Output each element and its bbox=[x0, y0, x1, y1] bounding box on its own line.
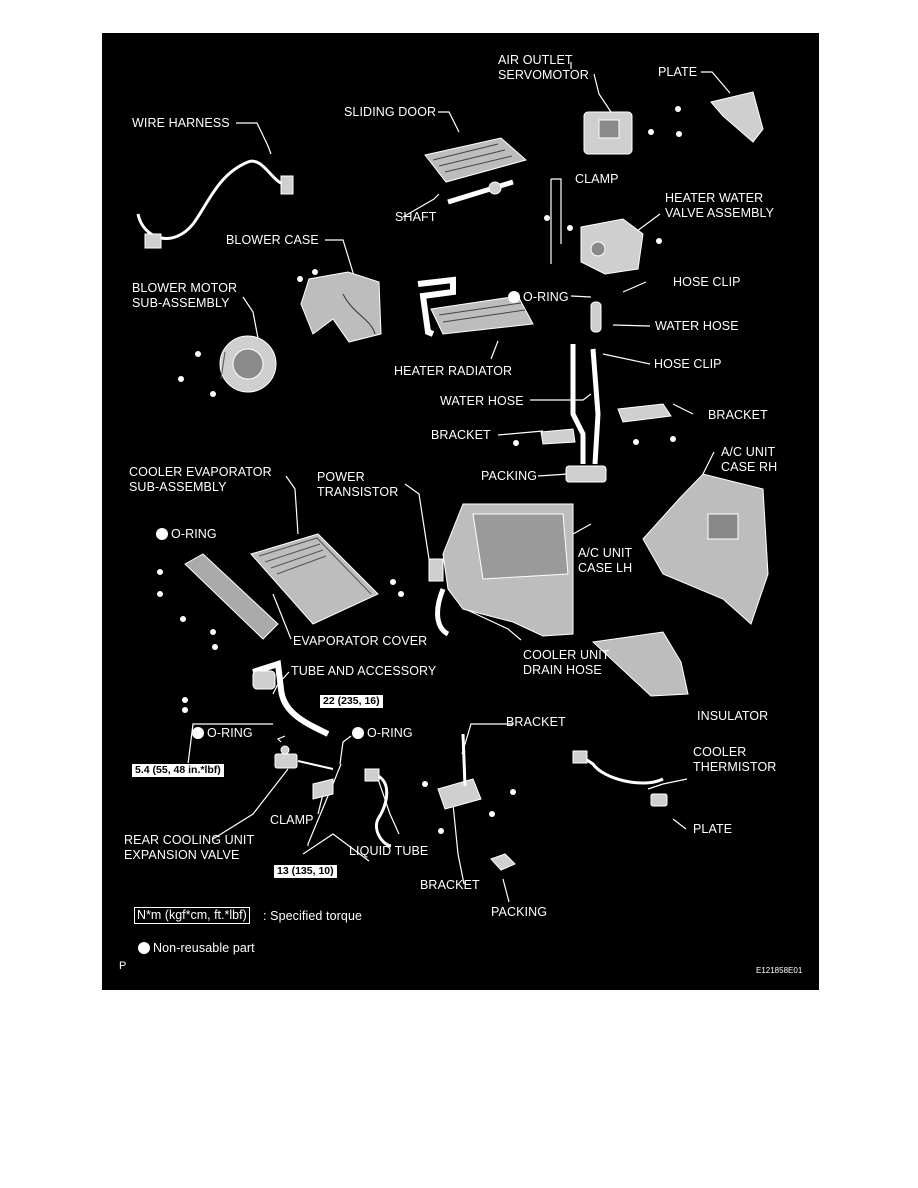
label-cooler-evaporator: COOLER EVAPORATOR SUB-ASSEMBLY bbox=[129, 465, 272, 494]
o-ring-1-text: O-RING bbox=[523, 290, 569, 304]
label-o-ring-3: O-RING bbox=[192, 726, 253, 741]
label-water-hose-1: WATER HOSE bbox=[655, 319, 739, 333]
label-hose-clip-1: HOSE CLIP bbox=[673, 275, 741, 289]
label-plate-bottom: PLATE bbox=[693, 822, 733, 836]
label-hose-clip-2: HOSE CLIP bbox=[654, 357, 722, 371]
label-bracket-2: BRACKET bbox=[431, 428, 491, 442]
torque-value-1: 22 (235, 16) bbox=[319, 694, 384, 709]
label-rear-cooling-unit: REAR COOLING UNIT EXPANSION VALVE bbox=[124, 833, 255, 862]
corner-letter: P bbox=[119, 960, 127, 972]
non-reusable-mark bbox=[508, 291, 520, 303]
non-reusable-mark bbox=[138, 942, 150, 954]
label-sliding-door: SLIDING DOOR bbox=[344, 105, 437, 119]
label-insulator: INSULATOR bbox=[697, 709, 769, 723]
label-clamp-bottom: CLAMP bbox=[270, 813, 314, 827]
label-tube-and-accessory: TUBE AND ACCESSORY bbox=[291, 664, 437, 678]
label-evaporator-cover: EVAPORATOR COVER bbox=[293, 634, 428, 648]
torque-value-3: 13 (135, 10) bbox=[273, 864, 338, 879]
o-ring-4-text: O-RING bbox=[367, 726, 413, 740]
label-o-ring-2: O-RING bbox=[156, 527, 217, 542]
torque-value-2: 5.4 (55, 48 in.*lbf) bbox=[131, 763, 225, 778]
label-cooler-thermistor: COOLER THERMISTOR bbox=[693, 745, 777, 774]
label-bracket-1: BRACKET bbox=[708, 408, 768, 422]
figure-code: E121858E01 bbox=[756, 966, 803, 975]
label-power-transistor: POWER TRANSISTOR bbox=[317, 470, 399, 499]
label-air-outlet-servomotor: AIR OUTLET SERVOMOTOR bbox=[498, 53, 589, 82]
label-heater-water-valve: HEATER WATER VALVE ASSEMBLY bbox=[665, 191, 775, 220]
label-ac-unit-case-lh: A/C UNIT CASE LH bbox=[578, 546, 633, 575]
parts-illustration bbox=[136, 62, 769, 903]
label-heater-radiator: HEATER RADIATOR bbox=[394, 364, 513, 378]
label-bracket-4: BRACKET bbox=[420, 878, 480, 892]
label-o-ring-1: O-RING bbox=[508, 290, 569, 305]
non-reusable-mark bbox=[192, 727, 204, 739]
label-ac-unit-case-rh: A/C UNIT CASE RH bbox=[721, 445, 778, 474]
label-wire-harness: WIRE HARNESS bbox=[132, 116, 230, 130]
legend-non-reusable: Non-reusable part bbox=[138, 941, 255, 956]
label-clamp-top: CLAMP bbox=[575, 172, 619, 186]
label-cooler-unit-drain-hose: COOLER UNIT DRAIN HOSE bbox=[523, 648, 610, 677]
o-ring-3-text: O-RING bbox=[207, 726, 253, 740]
legend-non-reusable-text: Non-reusable part bbox=[153, 941, 255, 955]
label-blower-case: BLOWER CASE bbox=[226, 233, 319, 247]
legend-torque-box: N*m (kgf*cm, ft.*lbf) bbox=[134, 907, 250, 924]
label-packing-2: PACKING bbox=[491, 905, 548, 919]
o-ring-2-text: O-RING bbox=[171, 527, 217, 541]
label-packing-1: PACKING bbox=[481, 469, 538, 483]
label-liquid-tube: LIQUID TUBE bbox=[349, 844, 429, 858]
non-reusable-mark bbox=[156, 528, 168, 540]
label-water-hose-2: WATER HOSE bbox=[440, 394, 524, 408]
label-shaft: SHAFT bbox=[395, 210, 437, 224]
label-blower-motor: BLOWER MOTOR SUB-ASSEMBLY bbox=[132, 281, 238, 310]
label-plate-top: PLATE bbox=[658, 65, 698, 79]
label-o-ring-4: O-RING bbox=[352, 726, 413, 741]
exploded-parts-diagram: AIR OUTLET SERVOMOTOR PLATE WIRE HARNESS… bbox=[102, 33, 819, 990]
label-bracket-3: BRACKET bbox=[506, 715, 566, 729]
legend-torque-text: : Specified torque bbox=[263, 909, 363, 923]
non-reusable-mark bbox=[352, 727, 364, 739]
